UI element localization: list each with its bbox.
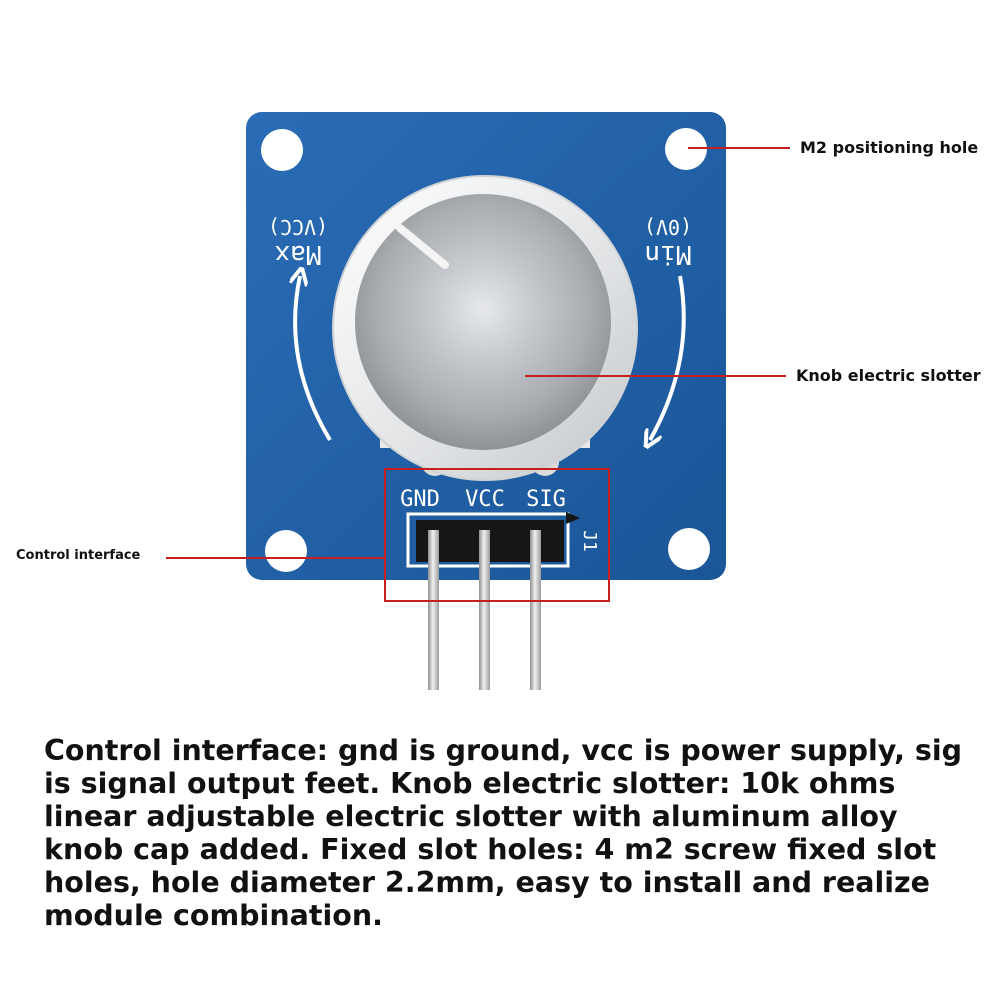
rotate-down-arrow-icon bbox=[650, 275, 686, 440]
callout-m2-hole: M2 positioning hole bbox=[800, 138, 979, 157]
pin bbox=[479, 530, 490, 690]
pin bbox=[428, 530, 439, 690]
knob-cap bbox=[355, 194, 611, 450]
min-label: Min bbox=[645, 239, 692, 269]
max-label: Max bbox=[275, 239, 322, 269]
max-sub-label: (VCC) bbox=[268, 215, 328, 239]
max-label-group: Max (VCC) bbox=[268, 215, 328, 269]
knob-indicator bbox=[396, 224, 449, 269]
pin-label-gnd: GND bbox=[400, 487, 440, 512]
min-label-group: Min (0V) bbox=[644, 215, 692, 269]
pin bbox=[530, 530, 541, 690]
pin-label-sig: SIG bbox=[526, 487, 566, 512]
control-interface-highlight bbox=[384, 468, 610, 602]
callout-control-interface: Control interface bbox=[16, 548, 141, 563]
min-sub-label: (0V) bbox=[644, 215, 692, 239]
product-description: Control interface: gnd is ground, vcc is… bbox=[44, 734, 963, 932]
rotate-up-arrow-icon bbox=[295, 276, 332, 442]
mounting-hole bbox=[265, 530, 307, 572]
mounting-hole bbox=[261, 129, 303, 171]
mounting-hole bbox=[668, 528, 710, 570]
callout-knob: Knob electric slotter bbox=[796, 366, 981, 385]
product-photo: Max (VCC) Min (0V) GND VCC SIG J1 bbox=[166, 112, 790, 690]
mounting-hole bbox=[665, 128, 707, 170]
header-key bbox=[566, 512, 580, 524]
pin-label-vcc: VCC bbox=[465, 487, 505, 512]
header-ref: J1 bbox=[579, 530, 600, 552]
